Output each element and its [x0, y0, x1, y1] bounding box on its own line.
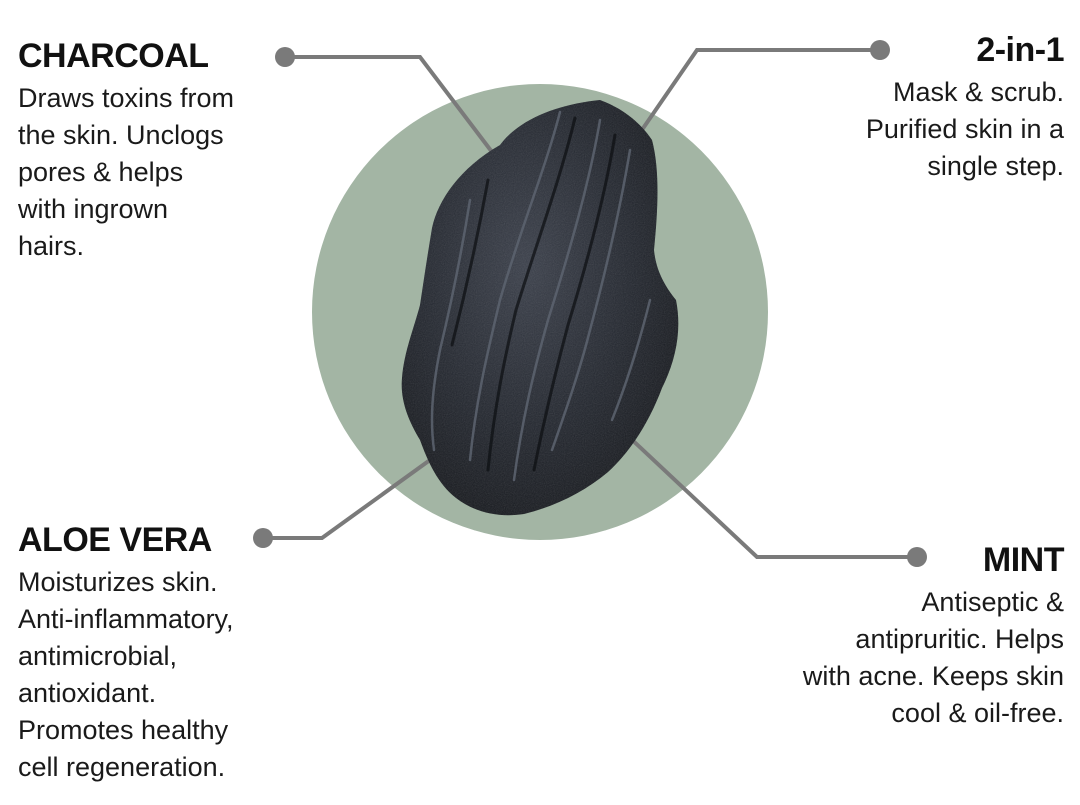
dot-mint — [907, 547, 927, 567]
callout-2in1: 2-in-1 Mask & scrub. Purified skin in a … — [764, 30, 1065, 185]
callout-mint: MINT Antiseptic & antipruritic. Helps wi… — [724, 540, 1065, 732]
connector-mint — [626, 434, 919, 559]
dot-aloe — [253, 528, 273, 548]
callout-mint-text: Antiseptic & antipruritic. Helps with ac… — [802, 587, 1064, 728]
connector-lines — [261, 48, 919, 559]
callout-mint-title: MINT — [982, 541, 1065, 579]
callout-2in1-text: Mask & scrub. Purified skin in a single … — [865, 77, 1064, 181]
connector-charcoal — [283, 55, 494, 154]
connector-aloe — [261, 458, 432, 540]
dot-charcoal — [275, 47, 295, 67]
callout-aloe-vera-title: ALOE VERA — [18, 521, 212, 559]
connector-2in1 — [633, 48, 882, 142]
callout-charcoal-title: CHARCOAL — [18, 37, 209, 75]
callout-aloe-vera-text: Moisturizes skin. Anti-inflammatory, ant… — [18, 567, 234, 782]
charcoal-paste-icon — [401, 100, 679, 516]
dot-2in1 — [870, 40, 890, 60]
connector-dots — [253, 40, 927, 567]
callout-aloe-vera: ALOE VERA Moisturizes skin. Anti-inflamm… — [18, 520, 338, 786]
callout-charcoal: CHARCOAL Draws toxins from the skin. Unc… — [18, 36, 318, 265]
callout-2in1-title: 2-in-1 — [976, 31, 1064, 69]
callout-charcoal-text: Draws toxins from the skin. Unclogs pore… — [18, 83, 235, 261]
